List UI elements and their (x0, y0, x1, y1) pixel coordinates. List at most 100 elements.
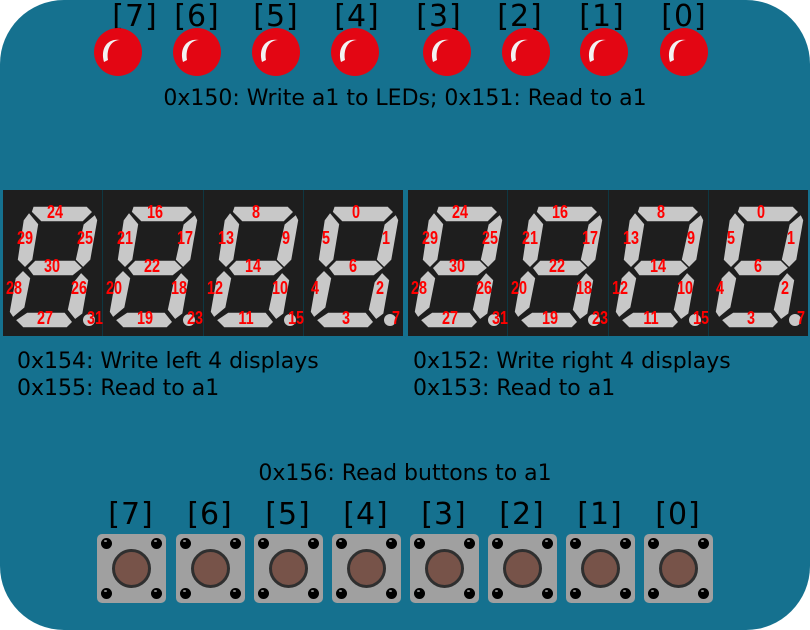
segments-icon (108, 205, 200, 329)
segment-e-number: 12 (206, 278, 223, 298)
seven-segment-digit: 0 1 2 3 4 5 6 7 (709, 190, 808, 336)
led-5[interactable] (252, 28, 300, 76)
button-label-5: [5] (265, 497, 311, 532)
push-button-5[interactable] (254, 534, 323, 603)
button-cap-icon (425, 549, 464, 588)
segment-b-number: 25 (481, 228, 499, 248)
seven-segment-digit: 24 25 26 27 28 29 30 31 (3, 190, 104, 336)
segment-d-number: 19 (542, 308, 559, 328)
led-caption: 0x150: Write a1 to LEDs; 0x151: Read to … (163, 86, 647, 111)
segment-g-number: 22 (549, 256, 566, 276)
pin-icon (492, 538, 503, 549)
push-button-4[interactable] (332, 534, 401, 603)
button-label-0: [0] (655, 497, 701, 532)
button-label-6: [6] (187, 497, 233, 532)
segment-dp-number: 23 (592, 308, 609, 328)
button-cap-icon (112, 549, 151, 588)
segments-icon (208, 205, 300, 329)
pin-icon (570, 538, 581, 549)
pin-icon (492, 588, 503, 599)
pin-icon (698, 538, 709, 549)
led-6[interactable] (173, 28, 221, 76)
led-3[interactable] (423, 28, 471, 76)
segments-icon (613, 205, 705, 329)
segment-a-number: 24 (46, 202, 64, 222)
segment-e-number: 28 (5, 278, 23, 298)
led-4[interactable] (331, 28, 379, 76)
pin-icon (648, 588, 659, 599)
led-highlight-icon (668, 39, 686, 62)
segment-c-number: 10 (676, 278, 693, 298)
segment-g-number: 6 (348, 256, 357, 276)
led-0[interactable] (660, 28, 708, 76)
pin-icon (542, 538, 553, 549)
push-button-7[interactable] (97, 534, 166, 603)
pin-icon (464, 588, 475, 599)
led-label-1: [1] (579, 0, 625, 34)
push-button-1[interactable] (566, 534, 635, 603)
segment-f-number: 21 (117, 228, 134, 248)
segment-a-number: 8 (251, 202, 260, 222)
push-button-2[interactable] (488, 534, 557, 603)
pin-icon (151, 538, 162, 549)
led-2[interactable] (502, 28, 550, 76)
led-highlight-icon (181, 39, 199, 62)
right-display-caption-read: 0x153: Read to a1 (413, 376, 616, 401)
segment-g-number: 30 (448, 256, 466, 276)
segment-d-number: 27 (36, 308, 54, 328)
segment-e-number: 20 (511, 278, 528, 298)
led-1[interactable] (580, 28, 628, 76)
led-7[interactable] (94, 28, 142, 76)
pin-icon (258, 538, 269, 549)
button-label-3: [3] (421, 497, 467, 532)
led-label-2: [2] (497, 0, 543, 34)
seven-segment-digit: 0 1 2 3 4 5 6 7 (304, 190, 403, 336)
segment-dp-number: 31 (86, 308, 104, 328)
segment-g-number: 14 (649, 256, 666, 276)
pin-icon (386, 588, 397, 599)
pin-icon (414, 588, 425, 599)
segment-b-number: 17 (177, 228, 194, 248)
seven-segment-digit: 8 9 10 11 12 13 14 15 (609, 190, 709, 336)
segment-dp-number: 31 (491, 308, 509, 328)
pin-icon (258, 588, 269, 599)
seven-segment-digit: 16 17 18 19 20 21 22 23 (103, 190, 204, 336)
segments-icon (513, 205, 605, 329)
pin-icon (648, 538, 659, 549)
pin-icon (151, 588, 162, 599)
segment-dp-number: 15 (287, 308, 304, 328)
pin-icon (336, 538, 347, 549)
push-button-3[interactable] (410, 534, 479, 603)
led-label-5: [5] (253, 0, 299, 34)
segment-f-number: 21 (522, 228, 539, 248)
button-label-7: [7] (108, 497, 154, 532)
segments-icon (713, 205, 805, 329)
segment-f-number: 5 (726, 228, 735, 248)
push-button-0[interactable] (644, 534, 713, 603)
segment-b-number: 9 (686, 228, 695, 248)
segment-dp-number: 23 (187, 308, 204, 328)
segment-c-number: 18 (576, 278, 593, 298)
segment-a-number: 0 (351, 202, 360, 222)
push-button-6[interactable] (176, 534, 245, 603)
led-label-7: [7] (112, 0, 158, 34)
segment-c-number: 2 (780, 278, 789, 298)
segment-dp-number: 15 (692, 308, 709, 328)
pin-icon (230, 588, 241, 599)
segments-icon (308, 205, 400, 329)
pin-icon (180, 538, 191, 549)
segment-c-number: 26 (475, 278, 493, 298)
segment-d-number: 11 (642, 308, 659, 328)
seven-segment-digit: 8 9 10 11 12 13 14 15 (204, 190, 304, 336)
segment-c-number: 26 (70, 278, 88, 298)
left-display-caption-read: 0x155: Read to a1 (17, 376, 220, 401)
segments-icon (8, 205, 99, 329)
led-highlight-icon (588, 39, 606, 62)
led-label-0: [0] (661, 0, 707, 34)
seven-segment-digit: 24 25 26 27 28 29 30 31 (408, 190, 509, 336)
pin-icon (620, 588, 631, 599)
segment-a-number: 8 (656, 202, 665, 222)
segment-b-number: 1 (381, 228, 390, 248)
segment-e-number: 20 (106, 278, 123, 298)
